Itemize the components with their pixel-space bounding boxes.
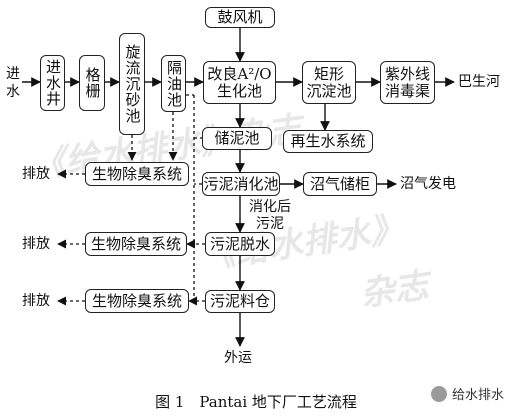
- odor-control-box-2: 生物除臭系统: [85, 232, 187, 256]
- digested-sludge-label: 消化后: [249, 199, 291, 215]
- gas-holder-box: 沼气储柜: [303, 172, 377, 196]
- inlet-well-box: 进水井: [40, 55, 65, 111]
- outward-transport-label: 外运: [224, 350, 252, 366]
- river-label: 巴生河: [458, 74, 500, 90]
- reclaimed-water-box: 再生水系统: [283, 130, 373, 153]
- digester-box: 污泥消化池: [202, 172, 280, 196]
- discharge-label: 排放: [22, 293, 50, 309]
- odor-control-box-3: 生物除臭系统: [85, 289, 189, 313]
- discharge-label: 排放: [22, 236, 50, 252]
- inlet-label: 水: [6, 84, 20, 100]
- sludge-silo-box: 污泥料仓: [205, 290, 275, 313]
- uv-channel-box: 紫外线 消毒渠: [380, 61, 435, 104]
- blower-box: 鼓风机: [205, 7, 275, 28]
- grit-chamber-box: 旋流沉砂池: [119, 33, 145, 135]
- logo-text: 给水排水: [451, 388, 504, 403]
- dewatering-box: 污泥脱水: [205, 232, 275, 256]
- digested-sludge-label: 污泥: [256, 216, 284, 232]
- wechat-logo: 给水排水: [430, 384, 504, 403]
- screen-box: 格栅: [79, 55, 105, 111]
- discharge-label: 排放: [22, 166, 50, 182]
- oil-separator-box: 隔油池: [161, 55, 186, 112]
- clarifier-box: 矩形 沉淀池: [302, 61, 356, 104]
- inlet-label: 进: [6, 66, 20, 82]
- biogas-power-label: 沼气发电: [400, 176, 456, 192]
- sludge-storage-box: 储泥池: [202, 127, 272, 150]
- odor-control-box-1: 生物除臭系统: [85, 162, 189, 186]
- bioreactor-box: 改良A²/O 生化池: [203, 61, 276, 104]
- wechat-icon: [430, 385, 447, 402]
- figure-caption: 图 1 Pantai 地下厂工艺流程: [155, 393, 357, 411]
